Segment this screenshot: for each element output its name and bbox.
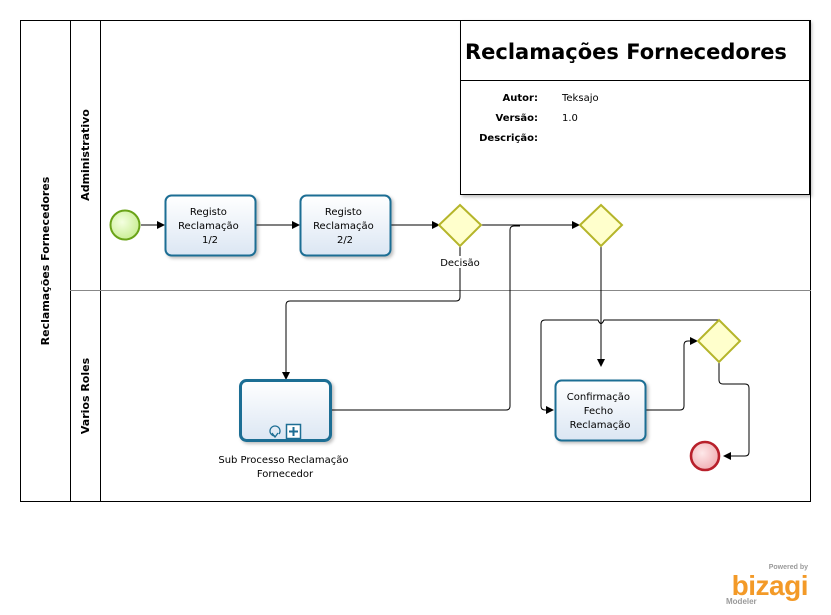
task-confirmacao-fecho-reclamacao[interactable]: Confirmação Fecho Reclamação	[554, 379, 647, 442]
lane-varios-roles[interactable]: Varios Roles	[79, 357, 92, 434]
gateway-decisao-label: Decisão	[440, 258, 480, 269]
subprocess-label-line: Fornecedor	[257, 469, 314, 480]
svg-text:Sub Processo Reclamação: Sub Processo Reclamação Fornecedor	[218, 455, 351, 480]
gateway-confirmacao[interactable]	[696, 318, 742, 364]
flow-gateway3-to-end[interactable]	[718, 363, 750, 460]
flow-gateway3-to-confirmacao[interactable]	[540, 319, 719, 414]
header-value-autor: Teksajo	[561, 93, 599, 104]
task-label-line: Reclamação	[178, 221, 239, 232]
header-title: Reclamações Fornecedores	[465, 40, 787, 64]
gateway-merge[interactable]	[578, 203, 624, 248]
svg-text:Confirmação Fecho: Confirmação Fecho Reclamação	[567, 392, 633, 431]
diagram-header: Reclamações Fornecedores Autor: Teksajo …	[460, 20, 810, 195]
task-label-line: Confirmação	[567, 392, 630, 403]
subprocess-reclamacao-fornecedor[interactable]: Sub Processo Reclamação Fornecedor	[218, 379, 351, 481]
lane-administrativo[interactable]: Administrativo	[79, 109, 92, 201]
header-key-autor: Autor:	[503, 93, 538, 104]
task-registo-reclamacao-1[interactable]: Registo Reclamação 1/2	[164, 194, 257, 257]
svg-text:Registo Reclamação: Registo Reclamação 2/2	[313, 207, 377, 246]
sequence-flows	[141, 221, 750, 460]
pool-label: Reclamações Fornecedores	[39, 176, 52, 345]
flow-subprocess-to-gateway2[interactable]	[331, 225, 520, 411]
task-label-line: Registo	[190, 207, 227, 218]
task-label-line: 2/2	[337, 235, 353, 246]
end-event[interactable]	[689, 440, 721, 472]
svg-text:Registo Reclamação: Registo Reclamação 1/2	[178, 207, 242, 246]
bizagi-logo: Powered by bizagi Modeler	[726, 564, 809, 606]
task-registo-reclamacao-2[interactable]: Registo Reclamação 2/2	[299, 194, 392, 257]
subprocess-label-line: Sub Processo Reclamação	[218, 455, 348, 466]
task-label-line: Registo	[325, 207, 362, 218]
powered-by-text: Powered by	[769, 564, 808, 571]
header-value-versao: 1.0	[562, 113, 578, 124]
lane-label-varios-roles: Varios Roles	[79, 357, 92, 434]
loop-icon	[269, 425, 281, 439]
flow-decisao-to-subprocess[interactable]	[282, 246, 461, 380]
header-key-versao: Versão:	[496, 113, 538, 124]
modeler-text: Modeler	[726, 597, 757, 606]
bizagi-wordmark: bizagi	[732, 570, 808, 601]
task-label-line: Reclamação	[313, 221, 374, 232]
flow-confirmacao-to-gateway3[interactable]	[646, 337, 698, 411]
expand-plus-icon[interactable]	[285, 423, 302, 440]
header-key-descricao: Descrição:	[479, 133, 538, 144]
lane-label-administrativo: Administrativo	[79, 109, 92, 201]
gateway-decisao[interactable]: Decisão	[437, 203, 484, 269]
task-label-line: Reclamação	[570, 420, 631, 431]
task-label-line: Fecho	[584, 406, 613, 417]
task-label-line: 1/2	[202, 235, 218, 246]
start-event[interactable]	[109, 209, 141, 241]
